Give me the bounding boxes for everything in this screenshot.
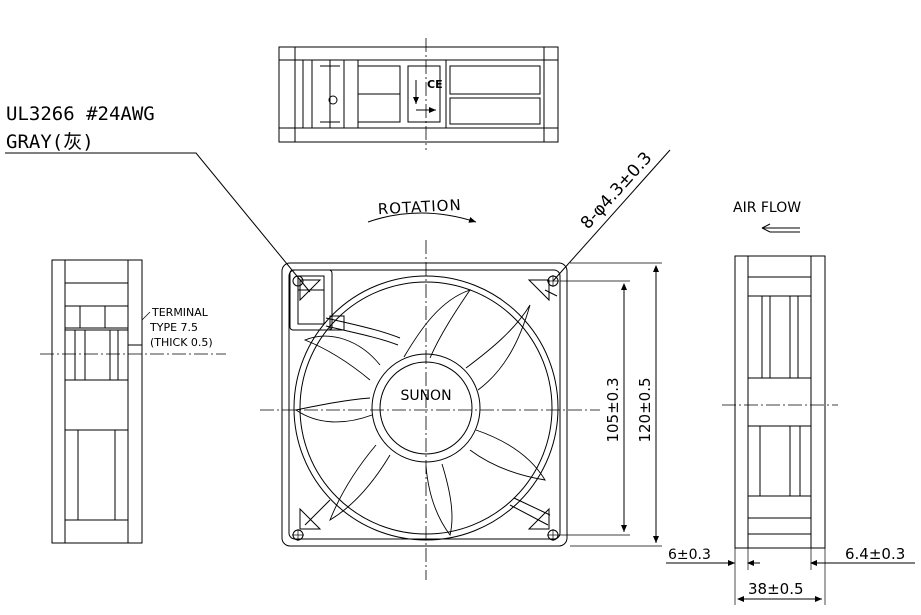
- rotation-indicator: ROTATION: [367, 196, 477, 223]
- hole-spec: 8-φ4.3±0.3: [577, 148, 656, 233]
- frame-size-dim: 120±0.5: [636, 377, 654, 442]
- terminal-note: TERMINAL TYPE 7.5 (THICK 0.5): [149, 306, 213, 349]
- height-dimensions: 105±0.3 120±0.5: [560, 262, 662, 547]
- depth-dimensions: 6±0.3 6.4±0.3 38±0.5: [666, 545, 915, 605]
- left-flange-dim: 6±0.3: [668, 547, 711, 563]
- terminal-line1: TERMINAL: [151, 306, 209, 319]
- terminal-line2: TYPE 7.5: [149, 321, 198, 334]
- hole-pitch-dim: 105±0.3: [604, 377, 622, 442]
- cable-spec-line2: GRAY(灰): [6, 131, 94, 153]
- airflow-label: AIR FLOW: [733, 200, 801, 216]
- svg-text:CE: CE: [427, 78, 443, 91]
- depth-dim: 38±0.5: [748, 580, 804, 598]
- airflow-arrow-icon: [761, 223, 800, 233]
- top-view: CE: [278, 38, 559, 150]
- rotation-label: ROTATION: [377, 196, 462, 218]
- right-side-view: AIR FLOW: [722, 200, 838, 549]
- front-view: SUNON: [260, 240, 600, 580]
- hole-callout: 8-φ4.3±0.3: [544, 148, 671, 297]
- right-flange-dim: 6.4±0.3: [845, 545, 905, 563]
- cable-spec-line1: UL3266 #24AWG: [6, 103, 155, 125]
- terminal-line3: (THICK 0.5): [150, 336, 213, 349]
- ce-mark-icon: CE: [427, 78, 443, 91]
- cable-callout: UL3266 #24AWG GRAY(灰): [5, 103, 311, 293]
- left-side-view: [40, 259, 226, 544]
